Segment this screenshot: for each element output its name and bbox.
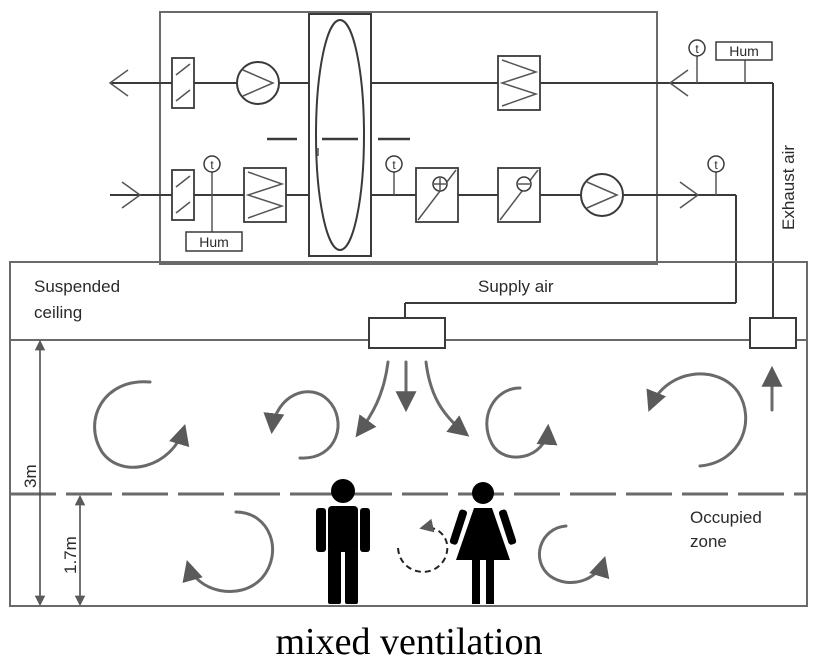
supply-air-label: Supply air [478,277,554,296]
woman-figure [449,482,517,604]
diagram-caption: mixed ventilation [275,621,542,663]
exhaust-air-label: Exhaust air [779,145,798,230]
svg-text:t: t [714,158,718,172]
heating-coil [415,167,459,223]
svg-text:t: t [695,42,699,56]
circulation-loop-1 [93,380,190,469]
svg-text:t: t [392,158,396,172]
circulation-loop-5 [182,510,274,593]
svg-text:Hum: Hum [199,234,229,250]
circulation-loop-7 [538,524,610,585]
occupied-zone-label: Occupied [690,508,762,527]
exhaust-return-arrow [668,69,689,97]
man-figure [316,479,370,604]
room-outline [9,261,808,607]
temperature-sensor-intake: t [203,155,221,232]
occupied-zone-label-2: zone [690,532,727,551]
svg-text:t: t [210,158,214,172]
circulation-loop-4 [646,372,748,468]
circulation-loop-6 [397,518,449,573]
exhaust-outlet-arrow [108,69,129,97]
exhaust-filter [497,55,541,111]
cooling-coil [497,167,541,223]
supply-outlet-arrow [679,181,700,209]
exhaust-grille [749,317,797,349]
svg-text:3m: 3m [21,464,40,488]
supply-jet-arrows [355,360,470,438]
zone-height-dimension: 1.7m [61,494,86,607]
heat-recovery-wheel [308,13,372,257]
outdoor-intake-arrow [121,181,142,209]
svg-text:Hum: Hum [729,43,759,59]
supply-filter [243,167,287,223]
air-handling-unit [159,11,658,265]
supply-diffuser [368,317,446,349]
room-height-dimension: 3m [21,339,46,607]
exhaust-damper [171,57,195,109]
circulation-loop-2 [263,390,340,460]
circulation-loop-3 [485,386,558,459]
humidity-sensor-exhaust: Hum [715,41,773,83]
temperature-sensor-exhaust: t [688,39,706,83]
suspended-ceiling-label: Suspended [34,277,120,296]
svg-text:1.7m: 1.7m [61,536,80,574]
temperature-sensor-heater: t [385,155,403,195]
suspended-ceiling-label-2: ceiling [34,303,82,322]
humidity-sensor-intake: Hum [185,231,243,252]
intake-damper [171,169,195,221]
temperature-sensor-supply: t [707,155,725,195]
